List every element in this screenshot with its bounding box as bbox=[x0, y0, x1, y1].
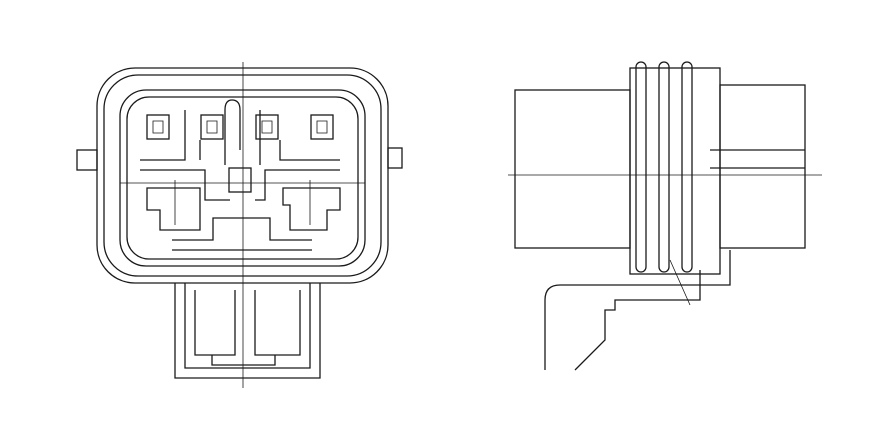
key-rib bbox=[710, 149, 805, 169]
seal-ring-2 bbox=[658, 61, 670, 273]
center-rib bbox=[172, 217, 312, 251]
latch-arm bbox=[544, 250, 731, 371]
inner-cavity-edge bbox=[126, 96, 359, 260]
terminal-2 bbox=[200, 114, 224, 140]
flange bbox=[629, 67, 721, 275]
terminal-3 bbox=[255, 114, 279, 140]
terminal-4 bbox=[310, 114, 334, 140]
rear-body bbox=[514, 89, 631, 249]
seal-ring-3 bbox=[681, 61, 693, 273]
terminal-axes bbox=[174, 180, 311, 225]
bottom-latch-inner bbox=[184, 283, 311, 369]
latch-bar bbox=[211, 355, 276, 366]
power-terminal-right bbox=[282, 187, 341, 231]
outer-housing-inner-edge bbox=[103, 74, 382, 277]
keyway-channels-lower bbox=[140, 169, 340, 201]
bottom-latch bbox=[174, 283, 321, 379]
right-ear bbox=[387, 147, 403, 169]
latch-leader bbox=[669, 259, 691, 306]
terminal-1 bbox=[146, 114, 170, 140]
left-ear bbox=[76, 149, 98, 171]
front-body bbox=[719, 84, 806, 249]
outer-housing bbox=[96, 67, 389, 284]
seal-ring-1 bbox=[635, 61, 647, 273]
inner-cavity bbox=[119, 89, 366, 267]
keyway-channels bbox=[140, 99, 340, 165]
terminal-holes bbox=[152, 120, 328, 134]
terminal-row-top bbox=[146, 114, 334, 140]
terminal-center bbox=[228, 167, 252, 193]
latch-slots bbox=[194, 290, 301, 356]
front-view bbox=[76, 62, 403, 388]
power-terminal-left bbox=[146, 187, 201, 231]
side-view bbox=[508, 61, 822, 371]
